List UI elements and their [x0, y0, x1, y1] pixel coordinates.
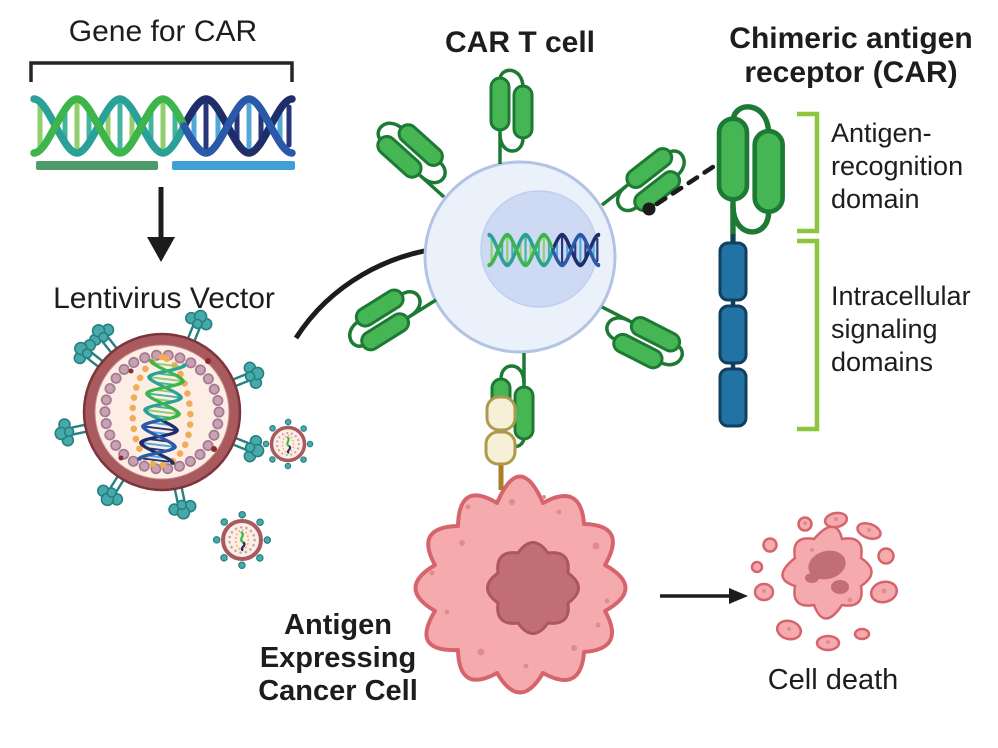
gene-segment-green [36, 161, 158, 170]
gene-dna-icon [34, 99, 292, 153]
cell-fragment [762, 537, 778, 553]
cell-death-title: Cell death [767, 664, 899, 696]
antigen-recognition-label: Antigen- recognition domain [831, 118, 964, 214]
kill-arrow-icon [660, 588, 748, 604]
car-structure-icon [718, 107, 820, 432]
virus-rna-loop [129, 353, 194, 469]
cancer-cell-icon [413, 474, 628, 695]
antigen-recognition-bracket [797, 111, 820, 234]
gene-bracket [29, 61, 294, 82]
signaling-bracket [797, 238, 820, 432]
cell-fragment [853, 627, 871, 641]
intracellular-signaling-label: Intracellular signaling domains [831, 281, 971, 377]
cell-fragment [877, 547, 895, 565]
car-receptor-icon [337, 271, 443, 360]
virus-capsid-dots [101, 351, 223, 473]
lentivirus-icon [51, 304, 270, 523]
apoptotic-cell-icon [750, 511, 899, 652]
gene-for-car-group [29, 61, 295, 262]
cancer-cell-nucleus [486, 541, 580, 635]
antigen-recognition-domain-icon [719, 107, 783, 252]
car-receptor-icon [585, 297, 692, 380]
cancer-cell-title: Antigen Expressing Cancer Cell [258, 609, 418, 707]
receptor-callout-link [642, 158, 725, 216]
signaling-domain-capsule [718, 304, 748, 365]
car-receptor-icon [489, 68, 534, 166]
tcell-title: CAR T cell [444, 26, 596, 59]
down-arrow-icon [147, 187, 175, 262]
signaling-domain-capsule [718, 367, 748, 428]
small-virus-icon [266, 422, 310, 466]
car-receptor-icon [594, 138, 698, 232]
car-t-cell-icon [337, 68, 698, 449]
cell-fragment [750, 560, 764, 574]
small-virus-icon [217, 515, 268, 566]
tumor-antigen-icon [484, 395, 517, 490]
signaling-domain-capsule [718, 241, 748, 302]
gene-segment-blue [172, 161, 295, 170]
callout-dot-icon [642, 202, 656, 216]
lentivirus-title: Lentivirus Vector [53, 282, 275, 315]
car-structure-title: Chimeric antigen receptor (CAR) [729, 22, 973, 89]
gene-title: Gene for CAR [68, 15, 258, 48]
